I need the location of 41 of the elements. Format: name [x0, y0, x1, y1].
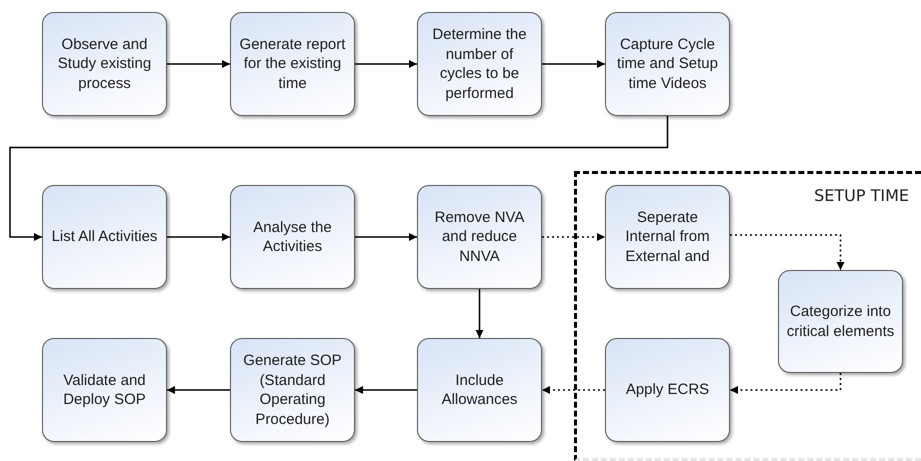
process-box [778, 270, 903, 373]
process-box [42, 185, 167, 289]
process-box [417, 338, 542, 442]
step-label: Categorize into critical elements [786, 302, 896, 341]
step-label: Capture Cycle time and Setup time Videos [616, 34, 719, 94]
process-box [605, 185, 730, 289]
arrow [355, 386, 417, 394]
region-title: SETUP TIME [814, 186, 909, 205]
arrow [355, 233, 417, 241]
dashed-region [574, 171, 921, 461]
step-label: Observe and Study existing process [56, 34, 152, 94]
process-box [605, 12, 730, 116]
arrow [167, 386, 230, 394]
step-label: Remove NVA and reduce NNVA [434, 208, 526, 266]
step-label: Generate report for the existing time [238, 34, 346, 94]
process-box [230, 12, 355, 116]
process-box [42, 338, 167, 442]
process-box [230, 338, 355, 442]
process-box [42, 12, 167, 116]
step-label: Seperate Internal from External and [624, 208, 711, 266]
step-label: Validate and Deploy SOP [62, 370, 147, 410]
arrow [542, 233, 605, 241]
step-label: Determine the number of cycles to be performed [431, 25, 528, 103]
arrow [355, 60, 417, 68]
step-label: Generate SOP (Standard Operating Procedure) [242, 351, 343, 429]
arrow [542, 60, 605, 68]
process-box [417, 185, 542, 289]
arrow [542, 386, 605, 394]
arrow [9, 116, 668, 241]
process-box [417, 12, 542, 116]
arrow [730, 234, 844, 270]
step-label: Analyse the Activities [252, 218, 333, 256]
step-label: Apply ECRS [626, 380, 710, 400]
arrow [476, 289, 484, 338]
arrow [167, 233, 230, 241]
arrow [167, 60, 230, 68]
process-box [230, 185, 355, 289]
arrow [730, 373, 842, 394]
step-label: Include Allowances [440, 370, 518, 410]
step-label: List All Activities [52, 227, 158, 247]
process-box [605, 338, 730, 442]
